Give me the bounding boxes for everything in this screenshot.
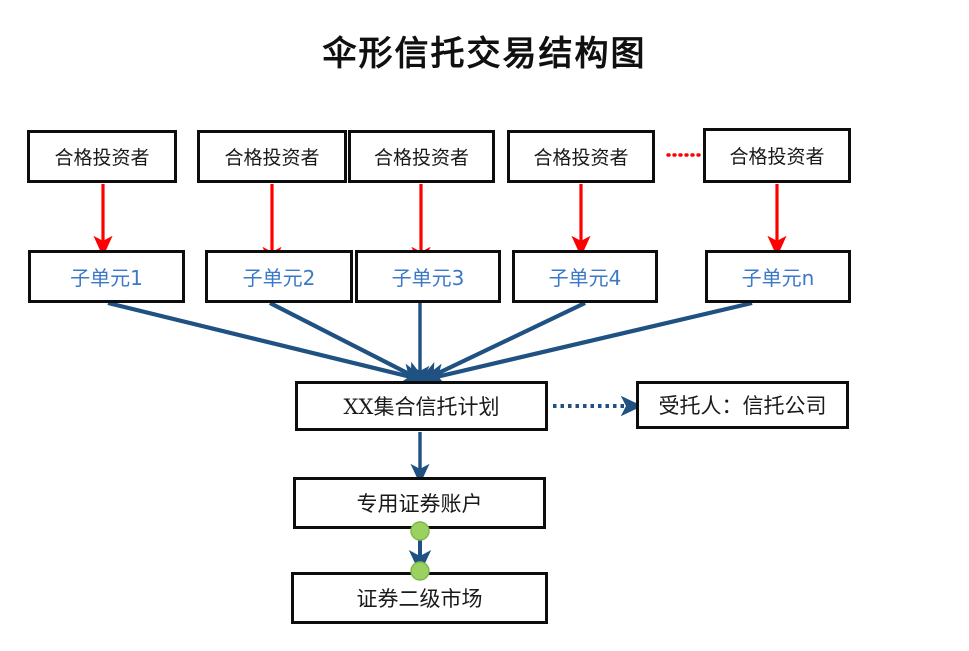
investor-box-n-label: 合格投资者 — [729, 146, 825, 168]
investor-box-1[interactable]: 合格投资者 — [27, 130, 177, 183]
investor-box-2[interactable]: 合格投资者 — [197, 130, 347, 183]
investor-box-3-label: 合格投资者 — [373, 147, 469, 169]
subunit-box-3-label: 子单元3 — [391, 266, 465, 290]
arrow-subunit4-to-plan — [416, 301, 586, 384]
trustee-box[interactable]: 受托人：信托公司 — [636, 381, 849, 429]
subunit-box-1-label: 子单元1 — [70, 266, 143, 290]
arrow-subunit1-to-plan — [107, 300, 428, 387]
subunit-box-2-label: 子单元2 — [242, 266, 316, 290]
blue-converge-group — [107, 300, 753, 387]
connector-handle-bottom[interactable] — [410, 561, 430, 581]
red-arrow-group — [93, 184, 787, 268]
trust-plan-label: XX集合信托计划 — [343, 395, 500, 419]
subunit-box-n[interactable]: 子单元n — [705, 250, 851, 303]
page-title: 伞形信托交易结构图 — [322, 34, 647, 74]
investor-box-4-label: 合格投资者 — [533, 147, 629, 169]
trustee-label: 受托人：信托公司 — [658, 394, 827, 418]
investor-box-3[interactable]: 合格投资者 — [348, 130, 495, 183]
arrow-subunitn-to-plan — [419, 300, 753, 387]
securities-account-label: 专用证券账户 — [356, 492, 483, 516]
investor-box-4[interactable]: 合格投资者 — [507, 130, 655, 183]
trust-plan-box[interactable]: XX集合信托计划 — [295, 381, 548, 431]
subunit-box-n-label: 子单元n — [741, 266, 815, 290]
subunit-box-4-label: 子单元4 — [548, 266, 622, 290]
connector-handle-top[interactable] — [410, 521, 430, 541]
investor-box-1-label: 合格投资者 — [54, 147, 150, 169]
investor-box-n[interactable]: 合格投资者 — [703, 128, 851, 183]
arrow-subunit2-to-plan — [269, 301, 429, 384]
investor-box-2-label: 合格投资者 — [224, 147, 320, 169]
secondary-market-label: 证券二级市场 — [356, 587, 483, 611]
securities-account-box[interactable]: 专用证券账户 — [293, 477, 546, 529]
subunit-box-4[interactable]: 子单元4 — [512, 250, 658, 303]
